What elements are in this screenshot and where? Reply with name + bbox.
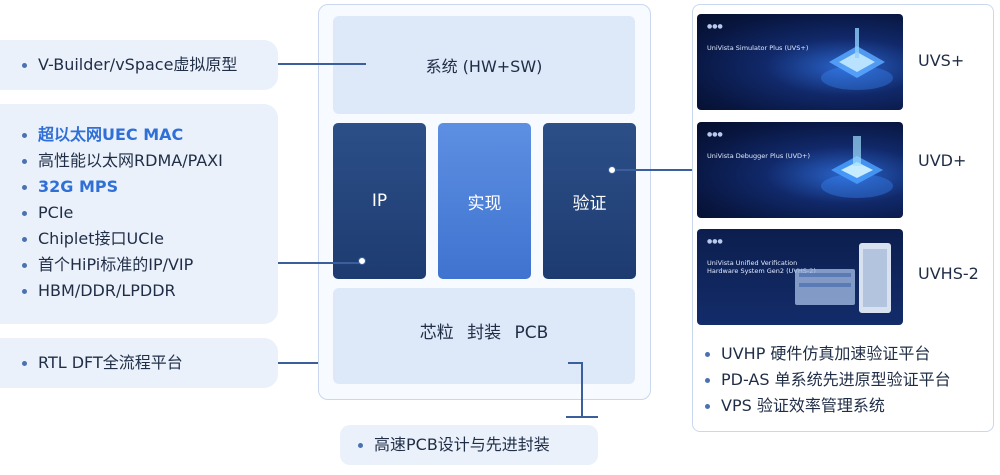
bullet-dot [22, 158, 27, 164]
hardware-server-icon [795, 243, 891, 313]
list-item-text: Chiplet接口UCIe [38, 229, 164, 248]
bullet-dot [22, 132, 27, 138]
bottom-note-panel [340, 425, 598, 465]
product-card-uvs: ●●● UniVista Simulator Plus (UVS+) [697, 14, 903, 110]
ip-label: IP [371, 191, 388, 211]
left-panel-rtl-dft [0, 338, 278, 388]
card-title: UniVista Debugger Plus (UVD+) [707, 152, 811, 160]
list-item: 超以太网UEC MAC [22, 122, 223, 148]
list-item-text: RTL DFT全流程平台 [38, 353, 183, 372]
bullet-dot [705, 351, 710, 357]
list-item-text: PCIe [38, 203, 74, 222]
bullet-dot [22, 210, 27, 216]
product-label-uvs: UVS+ [918, 51, 965, 70]
list-item: PCIe [22, 200, 223, 226]
ip-block: IP [333, 123, 426, 279]
bullet-dot [705, 377, 710, 383]
chiplet-package-pcb-label: 芯粒 封装 PCB [419, 323, 549, 343]
bullet-dot [705, 403, 710, 409]
list-item: V-Builder/vSpace虚拟原型 [22, 52, 237, 78]
product-card-uvd: ●●● UniVista Debugger Plus (UVD+) [697, 122, 903, 218]
bullet-dot [22, 62, 27, 68]
company-logo: ●●● [707, 238, 723, 245]
connector-line [278, 362, 318, 364]
left-list-3: RTL DFT全流程平台 [22, 350, 183, 376]
system-block: 系统 (HW+SW) [333, 16, 635, 114]
system-label: 系统 (HW+SW) [425, 57, 543, 76]
list-item: Chiplet接口UCIe [22, 226, 223, 252]
bullet-dot [22, 288, 27, 294]
implementation-block: 实现 [438, 123, 531, 279]
left-panel-virtual-prototype [0, 40, 278, 90]
bullet-dot [22, 262, 27, 268]
connector-node [608, 166, 616, 174]
chiplet-package-pcb-block [333, 288, 635, 384]
bullet-dot [22, 360, 27, 366]
list-item: 首个HiPi标准的IP/VIP [22, 252, 223, 278]
verification-block: 验证 [543, 123, 636, 279]
list-item-text: 超以太网UEC MAC [38, 125, 184, 144]
bottom-note: 高速PCB设计与先进封装 [358, 432, 550, 458]
list-item-text: 32G MPS [38, 177, 119, 196]
card-title: UniVista Simulator Plus (UVS+) [707, 44, 809, 52]
left-panel-ip-list [0, 104, 278, 324]
list-item-text: 首个HiPi标准的IP/VIP [38, 255, 194, 274]
chip-glow-icon [821, 136, 893, 198]
connector-line [568, 362, 582, 364]
list-item-text: PD-AS 单系统先进原型验证平台 [721, 370, 951, 389]
bullet-dot [22, 236, 27, 242]
card-title: UniVista Unified Verification Hardware S… [707, 259, 816, 275]
bullet-dot [358, 442, 363, 448]
product-card-uvhs2: ●●● UniVista Unified Verification Hardwa… [697, 229, 903, 325]
connector-line [616, 169, 694, 171]
list-item-text: 高性能以太网RDMA/PAXI [38, 151, 223, 170]
product-label-uvhs2: UVHS-2 [918, 264, 979, 283]
connector-line [278, 63, 366, 65]
company-logo: ●●● [707, 131, 723, 138]
list-item: VPS 验证效率管理系统 [705, 393, 951, 419]
list-item: RTL DFT全流程平台 [22, 350, 183, 376]
connector-line [566, 416, 598, 418]
bottom-note-text: 高速PCB设计与先进封装 [374, 435, 550, 454]
verification-label: 验证 [572, 193, 607, 214]
list-item-text: VPS 验证效率管理系统 [721, 396, 885, 415]
list-item: PD-AS 单系统先进原型验证平台 [705, 367, 951, 393]
list-item: UVHP 硬件仿真加速验证平台 [705, 341, 951, 367]
bullet-dot [22, 184, 27, 190]
list-item-text: V-Builder/vSpace虚拟原型 [38, 55, 238, 74]
connector-node [358, 257, 366, 265]
company-logo: ●●● [707, 23, 723, 30]
product-label-uvd: UVD+ [918, 151, 967, 170]
list-item-text: UVHP 硬件仿真加速验证平台 [721, 344, 931, 363]
list-item-text: HBM/DDR/LPDDR [38, 281, 176, 300]
right-bullet-list: UVHP 硬件仿真加速验证平台 PD-AS 单系统先进原型验证平台 VPS 验证… [705, 341, 951, 419]
list-item: 高性能以太网RDMA/PAXI [22, 148, 223, 174]
left-list-2: 超以太网UEC MAC 高性能以太网RDMA/PAXI 32G MPS PCIe… [22, 122, 223, 304]
list-item: 32G MPS [22, 174, 223, 200]
connector-line [278, 262, 362, 264]
chip-glow-icon [821, 28, 893, 90]
implementation-label: 实现 [467, 193, 502, 214]
connector-line [581, 362, 583, 418]
left-list-1: V-Builder/vSpace虚拟原型 [22, 52, 237, 78]
list-item: HBM/DDR/LPDDR [22, 278, 223, 304]
